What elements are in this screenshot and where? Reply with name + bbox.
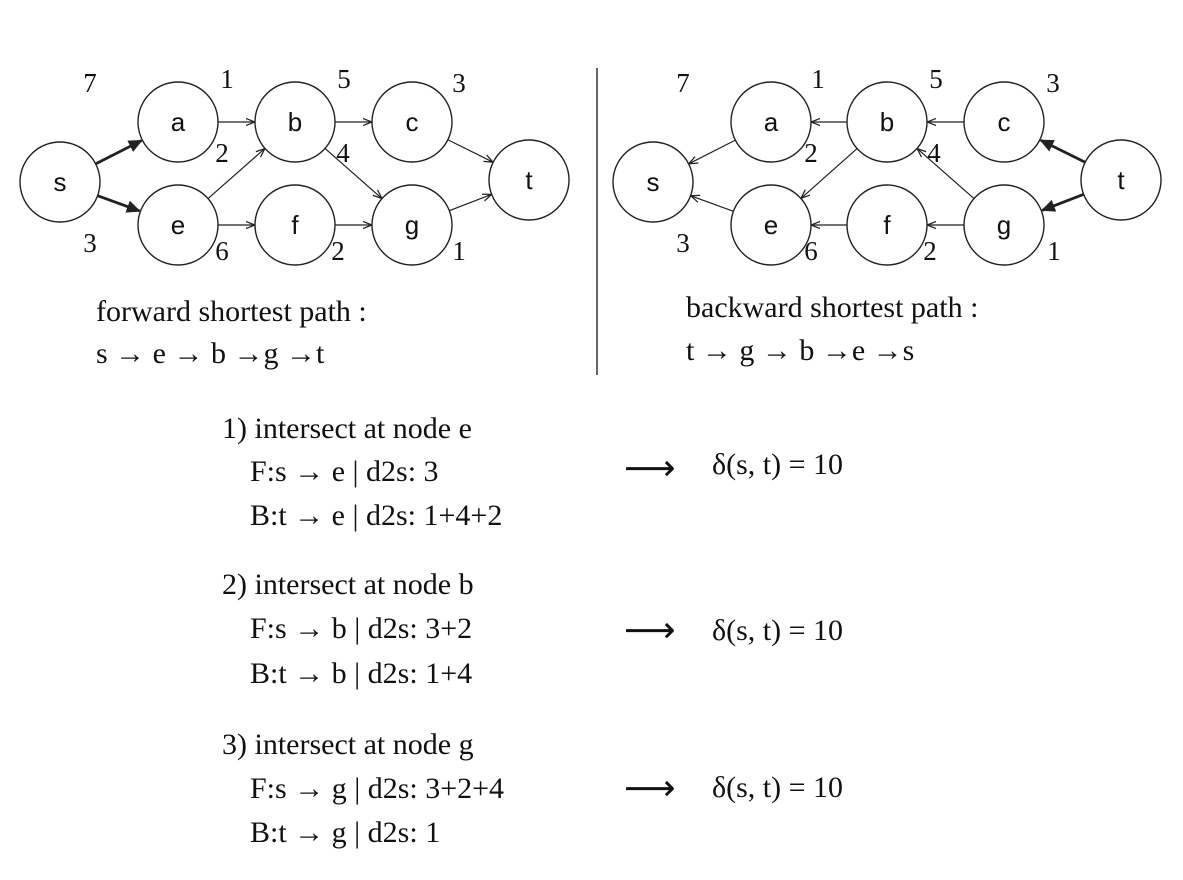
edge-e-b xyxy=(207,149,264,200)
step-forward-line: F:s → g | d2s: 3+2+4 xyxy=(250,772,504,805)
edge-t-g xyxy=(1040,193,1085,212)
edge-s-e xyxy=(97,194,141,213)
node-label-c: c xyxy=(998,107,1011,137)
node-s xyxy=(612,141,694,223)
step-forward-line: F:s → e | d2s: 3 xyxy=(250,455,439,488)
edge-weight-e-s: 3 xyxy=(676,228,690,258)
edge-weight-e-b: 2 xyxy=(215,138,229,168)
edge-weight-g-f: 2 xyxy=(923,236,937,266)
node-label-t: t xyxy=(1117,165,1125,195)
edge-g-b xyxy=(918,149,975,200)
node-label-e: e xyxy=(171,210,185,240)
step-result: δ(s, t) = 10 xyxy=(712,614,843,647)
edge-weight-f-e: 6 xyxy=(804,236,818,266)
step-2: 2) intersect at node b F:s → b | d2s: 3+… xyxy=(222,568,843,690)
step-backward-line: B:t → e | d2s: 1+4+2 xyxy=(250,499,502,532)
edge-weight-b-a: 1 xyxy=(811,64,825,94)
result-arrow: ⟶ xyxy=(624,610,676,651)
edge-weight-b-g: 4 xyxy=(336,138,350,168)
edge-a-s xyxy=(690,139,736,163)
node-t xyxy=(488,139,570,221)
step-result: δ(s, t) = 10 xyxy=(712,771,843,804)
node-label-c: c xyxy=(406,107,419,137)
step-title: 1) intersect at node e xyxy=(222,412,472,445)
backward-graph: 7 3 1 5 3 2 4 6 2 1 s a b c e f g t xyxy=(612,64,1162,266)
node-e xyxy=(730,184,812,266)
edge-weight-t-g: 1 xyxy=(1047,236,1061,266)
node-label-f: f xyxy=(883,210,891,240)
node-a xyxy=(137,81,219,163)
step-3: 3) intersect at node g F:s → g | d2s: 3+… xyxy=(222,728,843,849)
step-title: 3) intersect at node g xyxy=(222,728,474,761)
edge-weight-c-t: 3 xyxy=(452,68,466,98)
edge-weight-t-c: 3 xyxy=(1046,68,1060,98)
edge-weight-b-e: 2 xyxy=(804,138,818,168)
node-label-a: a xyxy=(764,107,779,137)
edge-b-e xyxy=(802,148,858,198)
node-label-f: f xyxy=(291,210,299,240)
node-g xyxy=(371,184,453,266)
node-c xyxy=(371,81,453,163)
backward-caption-line2: t → g → b →e →s xyxy=(686,334,914,367)
edge-c-t xyxy=(447,139,492,162)
edge-s-a xyxy=(95,139,143,166)
node-a xyxy=(730,81,812,163)
node-label-g: g xyxy=(405,210,419,240)
node-label-b: b xyxy=(880,107,894,137)
node-c xyxy=(963,81,1045,163)
edge-e-s xyxy=(692,196,734,212)
node-e xyxy=(137,184,219,266)
forward-graph: 7 3 1 5 3 2 4 6 2 1 s a b c e f g t xyxy=(19,64,570,266)
node-label-s: s xyxy=(647,167,660,197)
edge-weight-a-s: 7 xyxy=(676,68,690,98)
step-forward-line: F:s → b | d2s: 3+2 xyxy=(250,612,472,645)
backward-caption-line1: backward shortest path : xyxy=(686,291,978,324)
step-1: 1) intersect at node e F:s → e | d2s: 3 … xyxy=(222,412,843,532)
edge-weight-e-f: 6 xyxy=(215,236,229,266)
result-arrow: ⟶ xyxy=(624,768,676,809)
edge-weight-g-t: 1 xyxy=(452,236,466,266)
edge-weight-g-b: 4 xyxy=(927,138,941,168)
edge-weight-s-a: 7 xyxy=(83,68,97,98)
node-label-t: t xyxy=(525,165,533,195)
node-label-s: s xyxy=(54,167,67,197)
step-backward-line: B:t → g | d2s: 1 xyxy=(250,816,440,849)
step-backward-line: B:t → b | d2s: 1+4 xyxy=(250,657,472,690)
node-f xyxy=(254,184,336,266)
edge-b-g xyxy=(324,147,381,197)
step-result: δ(s, t) = 10 xyxy=(712,448,843,481)
step-title: 2) intersect at node b xyxy=(222,568,474,601)
node-b xyxy=(254,81,336,163)
node-label-e: e xyxy=(764,210,778,240)
node-b xyxy=(846,81,928,163)
edge-g-t xyxy=(449,195,490,212)
result-arrow: ⟶ xyxy=(624,448,676,489)
node-label-g: g xyxy=(997,210,1011,240)
node-label-b: b xyxy=(288,107,302,137)
node-label-a: a xyxy=(171,107,186,137)
edge-weight-a-b: 1 xyxy=(220,64,234,94)
edge-weight-s-e: 3 xyxy=(83,228,97,258)
node-t xyxy=(1080,139,1162,221)
node-g xyxy=(963,184,1045,266)
edge-weight-c-b: 5 xyxy=(929,64,943,94)
node-f xyxy=(846,184,928,266)
node-s xyxy=(19,141,101,223)
edge-weight-f-g: 2 xyxy=(331,236,345,266)
forward-caption-line2: s → e → b →g →t xyxy=(96,337,325,370)
edge-weight-b-c: 5 xyxy=(337,64,351,94)
edge-t-c xyxy=(1039,138,1086,164)
forward-caption-line1: forward shortest path : xyxy=(96,295,367,328)
